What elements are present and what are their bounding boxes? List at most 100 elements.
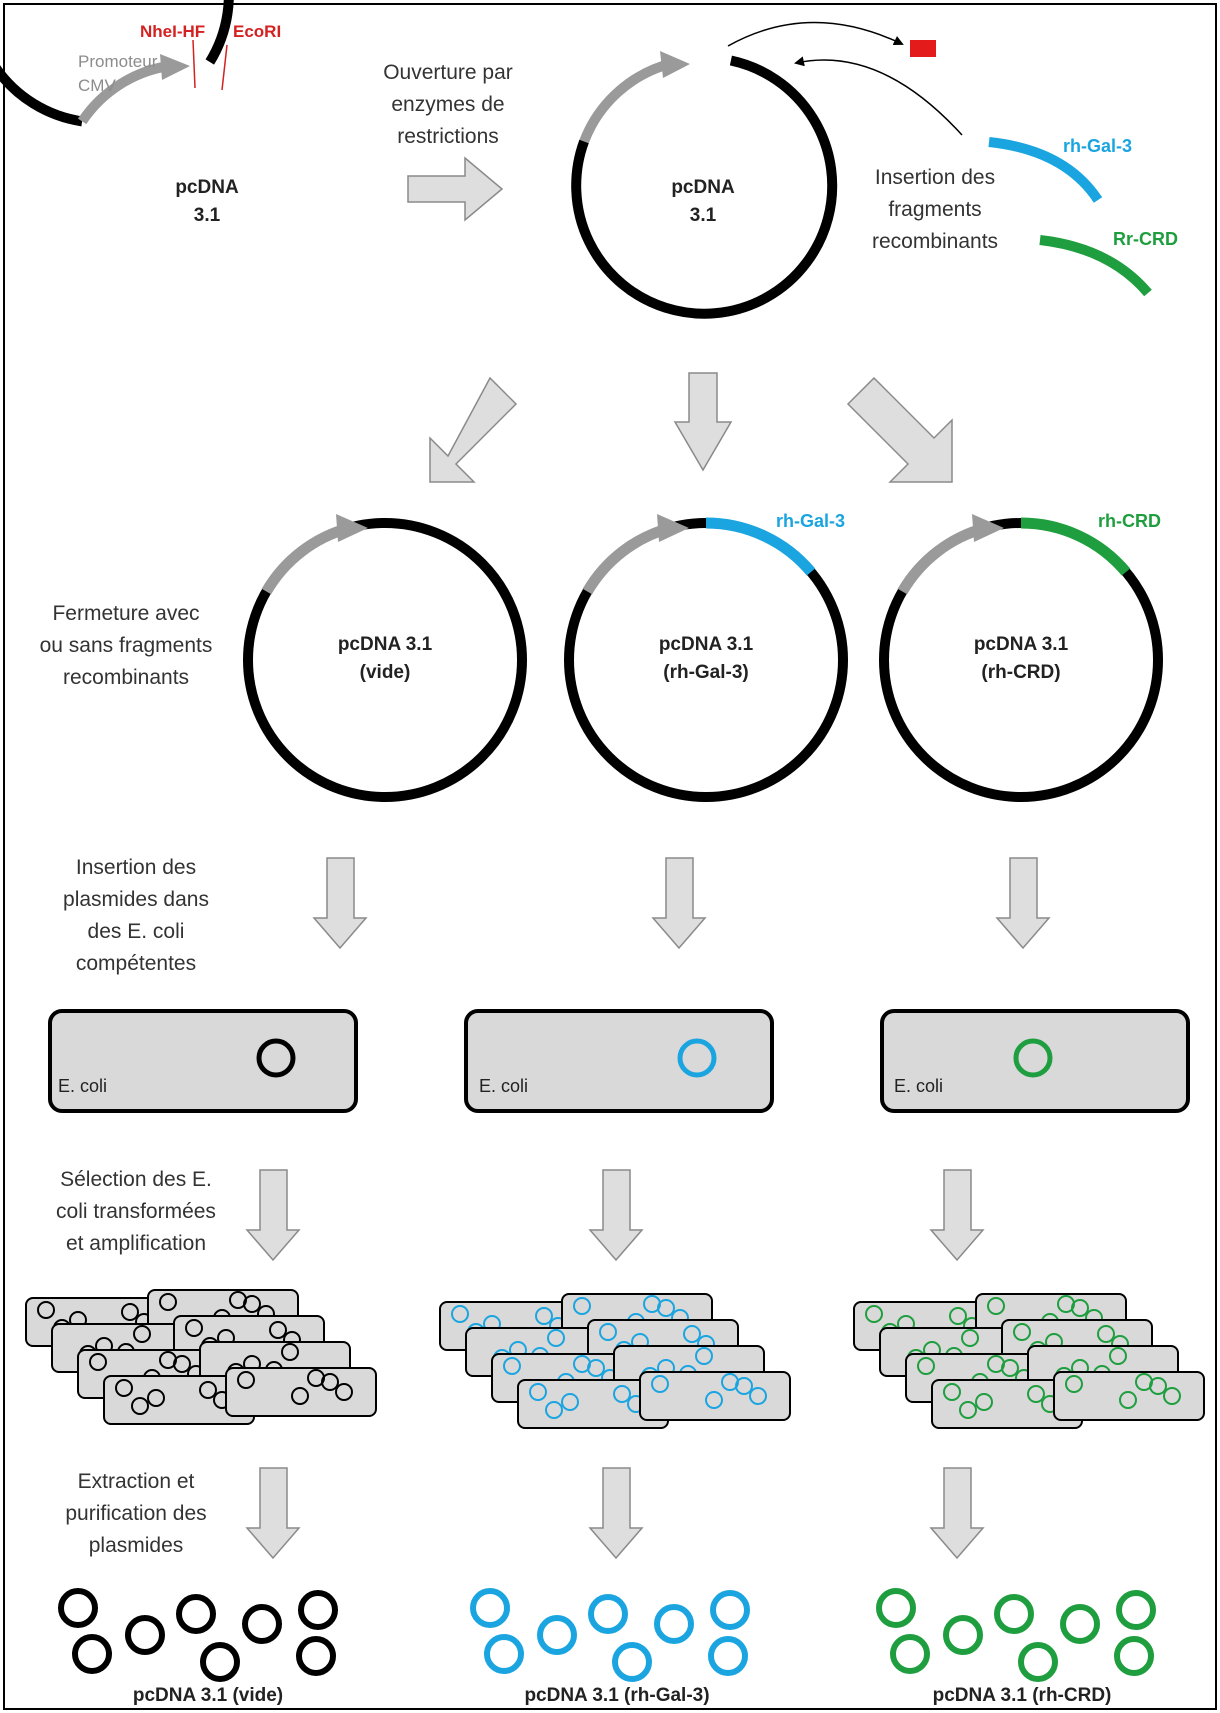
cell-plasmid	[657, 1299, 675, 1317]
crd-label-line2: (rh-CRD)	[981, 662, 1060, 683]
cell-plasmid	[613, 1385, 631, 1403]
ecori-site-label: EcoRI	[233, 22, 281, 41]
amplified-cell	[225, 1367, 377, 1417]
crd-insert	[1020, 517, 1131, 576]
gal3-label-line2: (rh-Gal-3)	[663, 662, 749, 683]
selection-step-line2: coli transformées	[56, 1200, 216, 1223]
ecoli-step-line4: compétentes	[76, 952, 196, 975]
cell-plasmid	[735, 1377, 753, 1395]
promoter-label-line2: CMV	[78, 76, 116, 95]
amplified-cells-crd	[853, 1293, 1205, 1429]
opening-arrow	[407, 156, 504, 222]
down-arrow-gal-3	[588, 1467, 644, 1560]
cell-plasmid	[1163, 1387, 1181, 1405]
opening-label-line1: Ouverture par	[383, 61, 513, 84]
cell-plasmid	[451, 1305, 469, 1323]
purified-plasmid	[943, 1615, 983, 1655]
promoter-arrowhead	[160, 54, 190, 80]
cell-plasmid	[243, 1295, 261, 1313]
selection-step-line1: Sélection des E.	[60, 1168, 212, 1191]
ecoli-cell-crd-body	[880, 1009, 1190, 1113]
vide-backbone	[243, 518, 527, 802]
opened-promoter-segment	[579, 58, 675, 144]
purified-plasmid	[612, 1642, 652, 1682]
cell-plasmid	[949, 1307, 967, 1325]
promoter-cmv-segment	[77, 60, 173, 125]
purified-plasmids-crd	[876, 1588, 1156, 1682]
plasmid-rh-gal3: rh-Gal-3 pcDNA 3.1 (rh-Gal-3)	[564, 511, 848, 802]
purified-plasmid	[537, 1615, 577, 1655]
split-arrow-middle	[673, 372, 733, 472]
opening-label-line3: restrictions	[397, 125, 499, 148]
cell-plasmid	[321, 1373, 339, 1391]
plasmid-rh-crd: rh-CRD pcDNA 3.1 (rh-CRD)	[879, 511, 1163, 802]
down-arrow-crd-3	[929, 1467, 985, 1560]
purified-plasmid	[994, 1594, 1034, 1634]
cell-plasmid	[975, 1393, 993, 1411]
down-arrow-gal-1	[651, 857, 707, 950]
closed-step-line1: Fermeture avec	[52, 602, 199, 625]
ecoli-cell-gal-body	[464, 1009, 774, 1113]
opened-label-line2: 3.1	[690, 205, 717, 226]
extraction-step-label: Extraction et purification des plasmides	[65, 1470, 206, 1557]
cell-plasmid	[695, 1347, 713, 1365]
cell-plasmid	[561, 1393, 579, 1411]
cell-plasmid	[291, 1387, 309, 1405]
ecoli-step-line3: des E. coli	[88, 920, 185, 943]
gal3-promoter-arrowhead	[657, 514, 689, 542]
amplified-cell	[639, 1371, 791, 1421]
amplified-cells-vide	[25, 1289, 377, 1425]
cell-plasmid	[683, 1325, 701, 1343]
crd-insert-label: rh-CRD	[1098, 511, 1161, 531]
opening-label-line2: enzymes de	[391, 93, 504, 116]
purified-plasmid	[72, 1634, 112, 1674]
down-arrow-vide-1	[312, 857, 368, 950]
cell-plasmid	[545, 1401, 563, 1419]
vide-promoter-arrowhead	[336, 514, 368, 542]
opening-label: Ouverture par enzymes de restrictions	[383, 61, 513, 148]
cell-plasmid	[115, 1379, 133, 1397]
ecoli-gal-label: E. coli	[479, 1076, 528, 1096]
cell-plasmid	[121, 1303, 139, 1321]
fragment-rh-gal3	[988, 137, 1103, 203]
cell-plasmid	[159, 1293, 177, 1311]
cell-plasmid	[573, 1297, 591, 1315]
vide-label-line1: pcDNA 3.1	[338, 634, 433, 655]
fragment-rh-gal3-label: rh-Gal-3	[1063, 136, 1132, 156]
amplified-cells-gal	[439, 1293, 791, 1429]
cell-plasmid	[535, 1307, 553, 1325]
purified-plasmid	[125, 1615, 165, 1655]
promoter-label-line1: Promoteur	[78, 52, 158, 71]
cell-plasmid	[943, 1383, 961, 1401]
cell-plasmid	[89, 1353, 107, 1371]
final-label-crd: pcDNA 3.1 (rh-CRD)	[933, 1685, 1112, 1706]
ecoli-crd-plasmid	[1013, 1038, 1053, 1078]
cell-plasmid	[587, 1359, 605, 1377]
cell-plasmid	[1097, 1325, 1115, 1343]
insertion-label-line1: Insertion des	[875, 166, 995, 189]
closed-step-line2: ou sans fragments	[40, 634, 213, 657]
opened-promoter-arrowhead	[660, 51, 690, 78]
cell-plasmid	[131, 1397, 149, 1415]
excised-fragment	[910, 40, 936, 57]
purified-plasmid	[588, 1594, 628, 1634]
extraction-step-line1: Extraction et	[78, 1470, 195, 1493]
cell-plasmid	[147, 1389, 165, 1407]
plasmid-label-line1: pcDNA	[175, 177, 239, 198]
plasmid-original: Promoteur CMV NheI-HF EcoRI pcDNA 3.1	[0, 0, 281, 226]
ecoli-vide-label: E. coli	[58, 1076, 107, 1096]
cell-plasmid	[1109, 1347, 1127, 1365]
ecoli-cell-crd: E. coli	[880, 1009, 1190, 1113]
purified-plasmid	[1018, 1642, 1058, 1682]
ecoli-step-line1: Insertion des	[76, 856, 196, 879]
amplified-cell	[1053, 1371, 1205, 1421]
insertion-label: Insertion des fragments recombinants	[872, 166, 998, 253]
opened-label-line1: pcDNA	[671, 177, 735, 198]
gal3-label-line1: pcDNA 3.1	[659, 634, 754, 655]
closed-step-line3: recombinants	[63, 666, 189, 689]
nhei-site-mark	[192, 39, 196, 89]
purified-plasmid	[1060, 1604, 1100, 1644]
vide-promoter	[261, 522, 351, 595]
plasmid-vide: pcDNA 3.1 (vide)	[243, 514, 527, 802]
final-label-gal: pcDNA 3.1 (rh-Gal-3)	[524, 1685, 709, 1706]
